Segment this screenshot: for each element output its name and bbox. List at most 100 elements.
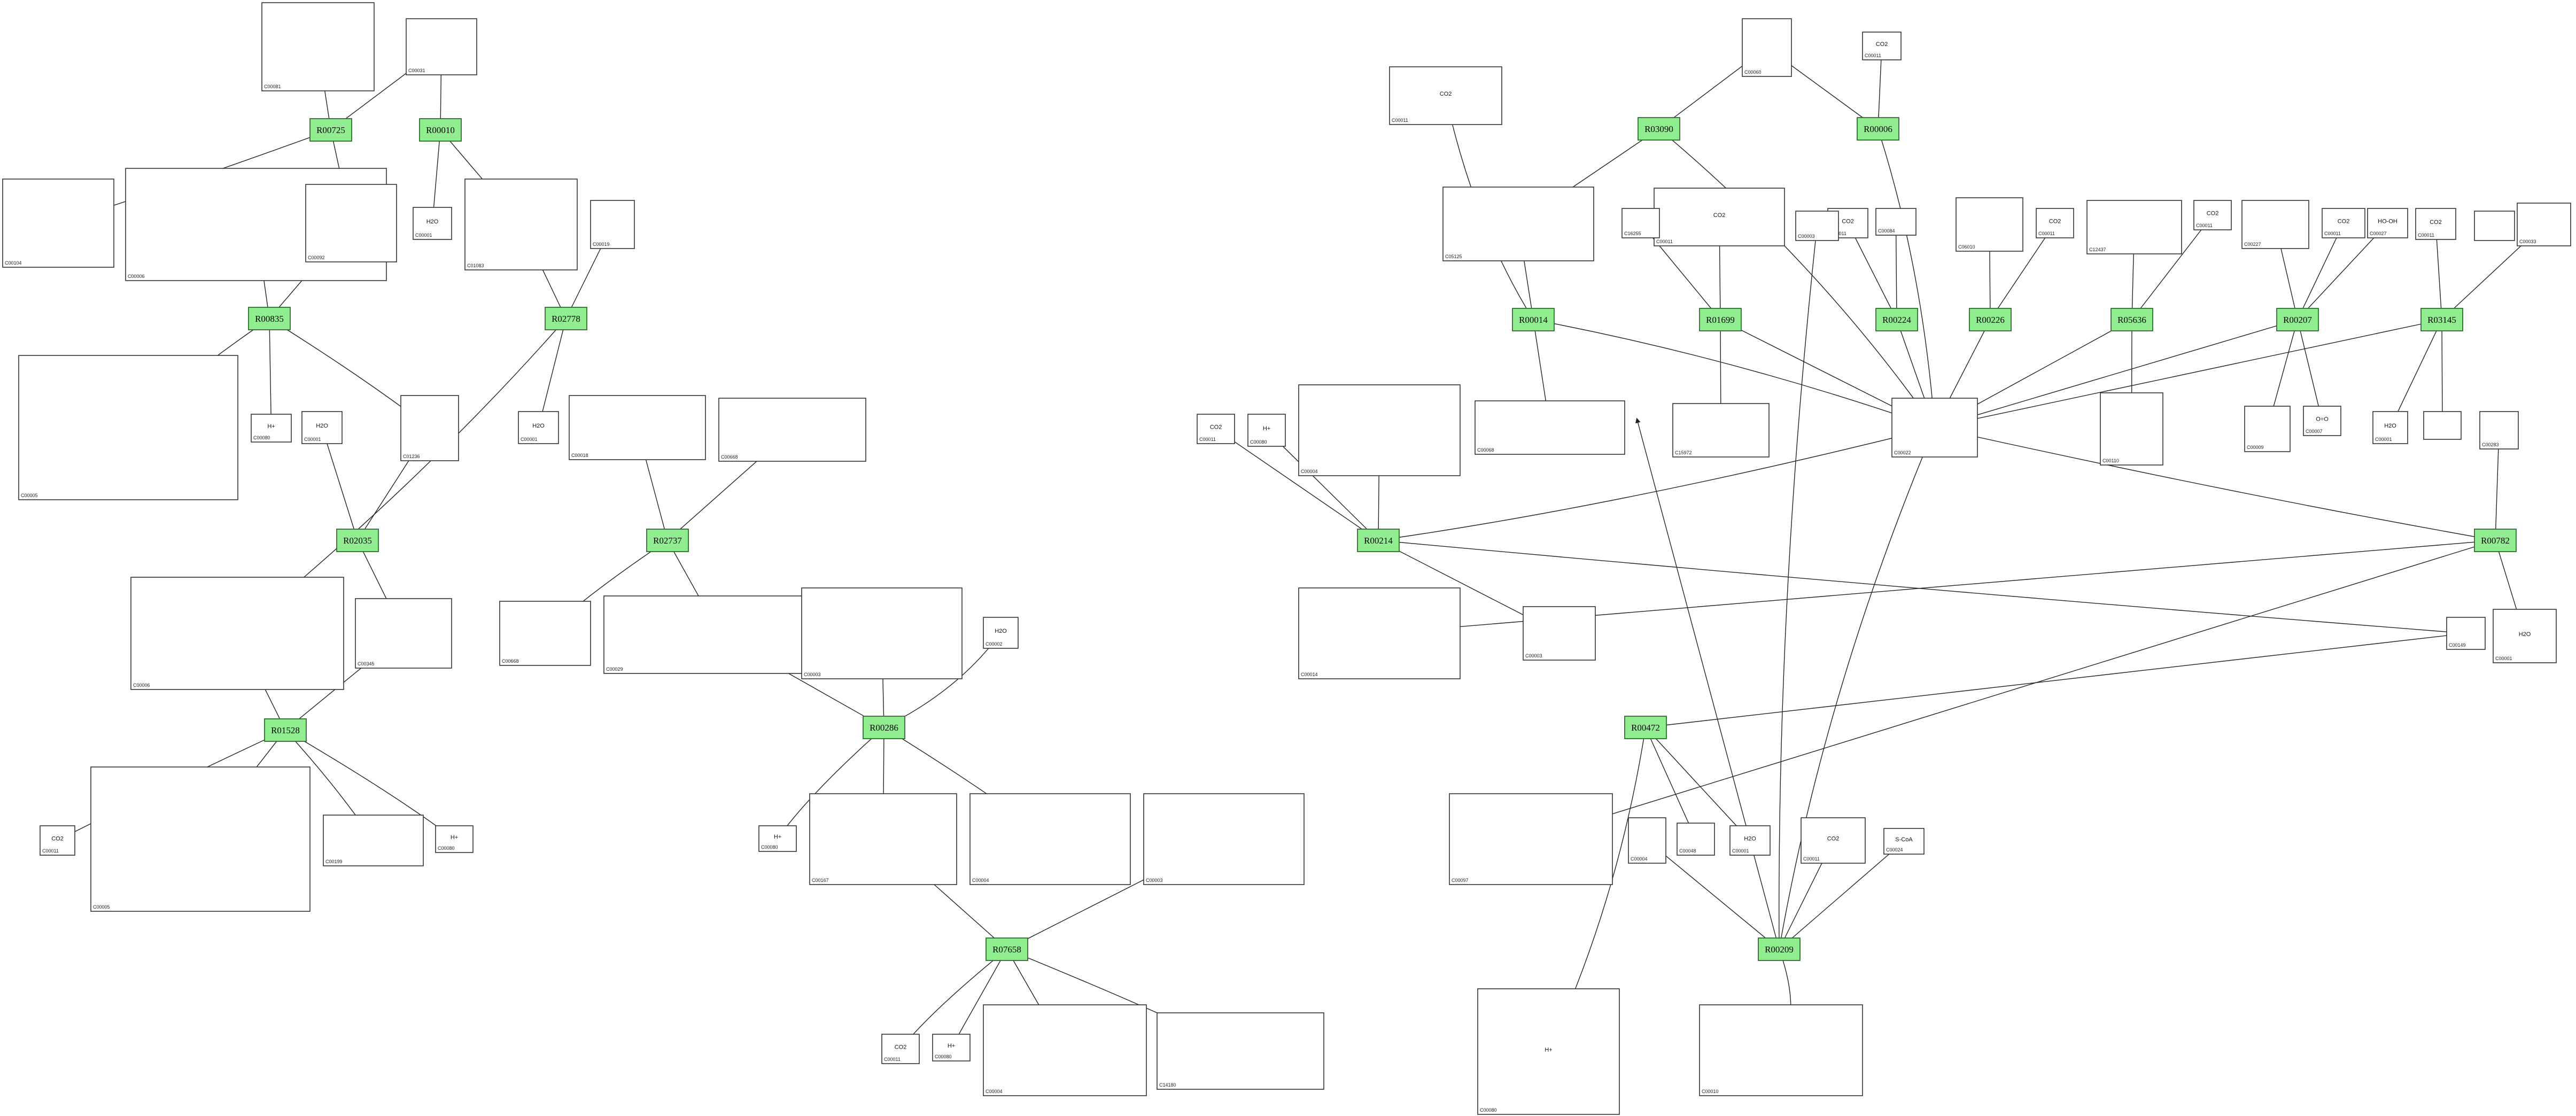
- reaction-box[interactable]: [264, 718, 307, 742]
- compound-box[interactable]: [1883, 828, 1925, 855]
- reaction-R00014[interactable]: R00014: [1512, 308, 1555, 331]
- compound-box[interactable]: [1956, 197, 2023, 252]
- reaction-R01699[interactable]: R01699: [1699, 308, 1742, 331]
- compound-C00029-18[interactable]: C00029: [603, 595, 837, 674]
- compound-box[interactable]: [2322, 208, 2365, 238]
- compound-C00283-62[interactable]: C00283: [2479, 411, 2519, 449]
- compound-box[interactable]: [130, 577, 344, 690]
- compound-empty-61[interactable]: [2423, 411, 2462, 440]
- compound-box[interactable]: [1621, 208, 1660, 238]
- reaction-R05636[interactable]: R05636: [2111, 308, 2153, 331]
- compound-C00004-68[interactable]: C00004: [1628, 817, 1666, 864]
- compound-C00004-27[interactable]: C00004: [969, 793, 1131, 885]
- compound-C00668-17[interactable]: C00668: [718, 398, 866, 462]
- compound-box[interactable]: [2474, 211, 2515, 241]
- compound-box[interactable]: [969, 793, 1131, 885]
- compound-box[interactable]: [932, 1034, 971, 1061]
- compound-box[interactable]: [590, 200, 635, 249]
- reaction-box[interactable]: [2420, 308, 2463, 331]
- compound-box[interactable]: [1389, 66, 1502, 125]
- compound-box[interactable]: [1672, 403, 1770, 458]
- compound-box[interactable]: [2479, 411, 2519, 449]
- reaction-box[interactable]: [986, 937, 1028, 961]
- compound-C01236-11[interactable]: C01236: [400, 395, 459, 461]
- compound-C00149-65[interactable]: C00149: [2446, 617, 2486, 650]
- reaction-box[interactable]: [1624, 716, 1667, 739]
- compound-box[interactable]: [2446, 617, 2486, 650]
- compound-box[interactable]: [2, 179, 114, 268]
- compound-box[interactable]: [1729, 825, 1771, 856]
- compound-C00227-45[interactable]: C00227: [2241, 200, 2309, 249]
- compound-C00033-50[interactable]: C00033: [2517, 203, 2571, 246]
- compound-C01083-6[interactable]: C01083: [464, 179, 578, 270]
- reaction-box[interactable]: [1857, 117, 1899, 141]
- compound-C00048-69[interactable]: C00048: [1677, 823, 1715, 856]
- compound-box[interactable]: [983, 617, 1019, 649]
- compound-C00004-53[interactable]: C00004: [1298, 384, 1461, 476]
- compound-empty-49[interactable]: [2474, 211, 2515, 241]
- compound-C00668-14[interactable]: C00668: [499, 601, 591, 666]
- compound-C00003-19[interactable]: C00003: [801, 587, 963, 679]
- compound-box[interactable]: [1197, 414, 1235, 444]
- compound-box[interactable]: [305, 184, 397, 262]
- reaction-R02035[interactable]: R02035: [336, 529, 379, 552]
- reaction-R00226[interactable]: R00226: [1969, 308, 2012, 331]
- compound-box[interactable]: [435, 825, 474, 853]
- compound-box[interactable]: [2241, 200, 2309, 249]
- reaction-box[interactable]: [2111, 308, 2153, 331]
- reaction-R02737[interactable]: R02737: [646, 529, 689, 552]
- compound-box[interactable]: [2100, 392, 2163, 466]
- compound-C00009-58[interactable]: C00009: [2244, 406, 2291, 452]
- reaction-box[interactable]: [863, 716, 905, 739]
- compound-box[interactable]: [2415, 208, 2456, 240]
- compound-C00084-40[interactable]: C00084: [1875, 208, 1917, 236]
- compound-box[interactable]: [2036, 208, 2074, 238]
- compound-box[interactable]: [603, 595, 837, 674]
- compound-box[interactable]: [1247, 414, 1286, 447]
- reaction-box[interactable]: [1875, 308, 1918, 331]
- compound-box[interactable]: [261, 2, 375, 91]
- compound-box[interactable]: [1677, 823, 1715, 856]
- compound-C00003-75[interactable]: C00003: [1795, 211, 1839, 241]
- compound-box[interactable]: [1742, 18, 1792, 77]
- compound-box[interactable]: [499, 601, 591, 666]
- compound-box[interactable]: [2493, 609, 2557, 663]
- compound-box[interactable]: [18, 355, 238, 500]
- reaction-box[interactable]: [545, 307, 587, 330]
- reaction-R00782[interactable]: R00782: [2474, 529, 2517, 552]
- reaction-R00207[interactable]: R00207: [2276, 308, 2319, 331]
- compound-box[interactable]: [413, 207, 452, 240]
- compound-box[interactable]: [464, 179, 578, 270]
- compound-C00005-22[interactable]: C00005: [90, 766, 311, 912]
- compound-C00022-56[interactable]: C00022: [1891, 398, 1978, 458]
- compound-C00345-15[interactable]: C00345: [355, 598, 452, 669]
- compound-C00003-64[interactable]: C00003: [1523, 606, 1596, 661]
- compound-C00014-63[interactable]: C00014: [1298, 587, 1461, 679]
- compound-box[interactable]: [569, 395, 706, 460]
- compound-box[interactable]: [718, 398, 866, 462]
- compound-C00068-54[interactable]: C00068: [1475, 400, 1625, 455]
- compound-box[interactable]: [1449, 793, 1613, 885]
- reaction-box[interactable]: [2474, 529, 2517, 552]
- compound-C00018-13[interactable]: C00018: [569, 395, 706, 460]
- compound-C00097-67[interactable]: C00097: [1449, 793, 1613, 885]
- compound-box[interactable]: [983, 1004, 1147, 1096]
- reaction-R00725[interactable]: R00725: [309, 118, 352, 142]
- reaction-R00214[interactable]: R00214: [1357, 529, 1400, 552]
- compound-box[interactable]: [1795, 211, 1839, 241]
- compound-C00080-25[interactable]: H+C00080: [758, 825, 797, 852]
- compound-C00199-23[interactable]: C00199: [323, 815, 424, 866]
- compound-C05125-36[interactable]: C05125: [1442, 187, 1594, 261]
